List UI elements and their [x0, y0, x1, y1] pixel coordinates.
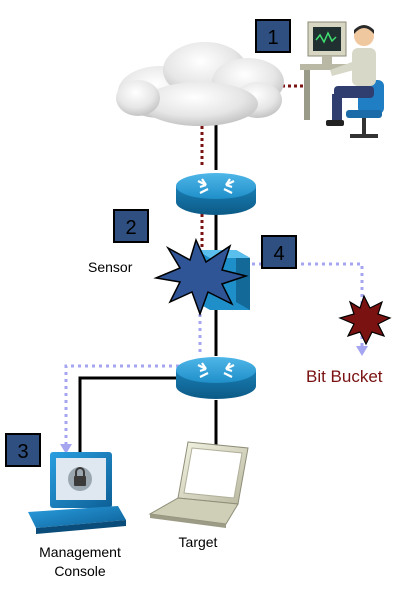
bit-bucket-label: Bit Bucket	[306, 367, 383, 386]
router-top-icon	[176, 173, 256, 215]
sensor-label: Sensor	[88, 259, 133, 275]
marker-2-text: 2	[125, 217, 136, 239]
marker-1: 1	[255, 19, 291, 53]
management-console-icon	[28, 452, 126, 534]
marker-4-text: 4	[273, 243, 284, 265]
router-bottom-icon	[176, 357, 256, 399]
mirror-arrow-console	[60, 444, 72, 454]
marker-3-text: 3	[17, 441, 28, 463]
sensor-alert-burst-icon	[153, 237, 249, 317]
marker-3: 3	[5, 433, 41, 467]
mirror-arrow-bit-bucket	[356, 346, 368, 356]
mirror-path-to-bit-bucket	[252, 262, 364, 350]
mirror-path-to-console	[64, 364, 186, 448]
marker-1-text: 1	[267, 27, 278, 49]
management-console-label-line2: Console	[54, 563, 106, 579]
marker-2: 2	[113, 209, 149, 243]
marker-4: 4	[261, 235, 297, 269]
attacker-workstation-icon	[300, 21, 384, 138]
management-console-label-line1: Management	[39, 544, 121, 560]
target-label: Target	[179, 534, 218, 550]
link-router-to-console	[78, 376, 184, 462]
internet-cloud-icon	[116, 42, 284, 126]
target-laptop-icon	[148, 441, 249, 528]
bit-bucket-burst-icon	[338, 294, 392, 346]
